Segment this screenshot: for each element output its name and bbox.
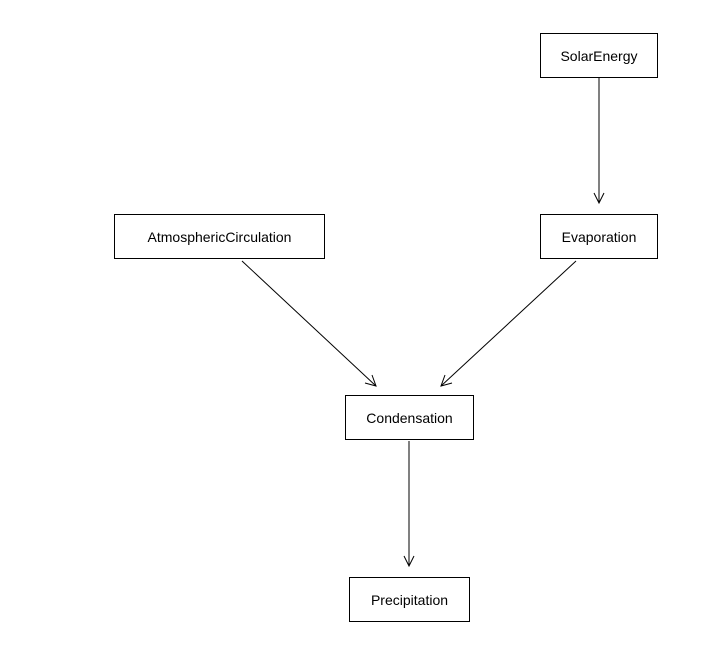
edge-condensation-to-precipitation — [403, 441, 415, 568]
node-solar-energy-label: SolarEnergy — [560, 47, 638, 64]
node-precipitation-label: Precipitation — [370, 591, 449, 608]
node-atmospheric-circulation: AtmosphericCirculation — [114, 214, 325, 259]
edge-solar-to-evaporation — [593, 78, 605, 205]
node-precipitation: Precipitation — [349, 577, 470, 622]
node-condensation-label: Condensation — [366, 409, 453, 426]
node-evaporation-label: Evaporation — [561, 228, 637, 245]
edge-evaporation-to-condensation — [440, 260, 577, 387]
node-solar-energy: SolarEnergy — [540, 33, 658, 78]
node-condensation: Condensation — [345, 395, 474, 440]
node-evaporation: Evaporation — [540, 214, 658, 259]
node-atmospheric-circulation-label: AtmosphericCirculation — [147, 228, 292, 245]
edge-atmos-to-condensation — [241, 260, 377, 387]
